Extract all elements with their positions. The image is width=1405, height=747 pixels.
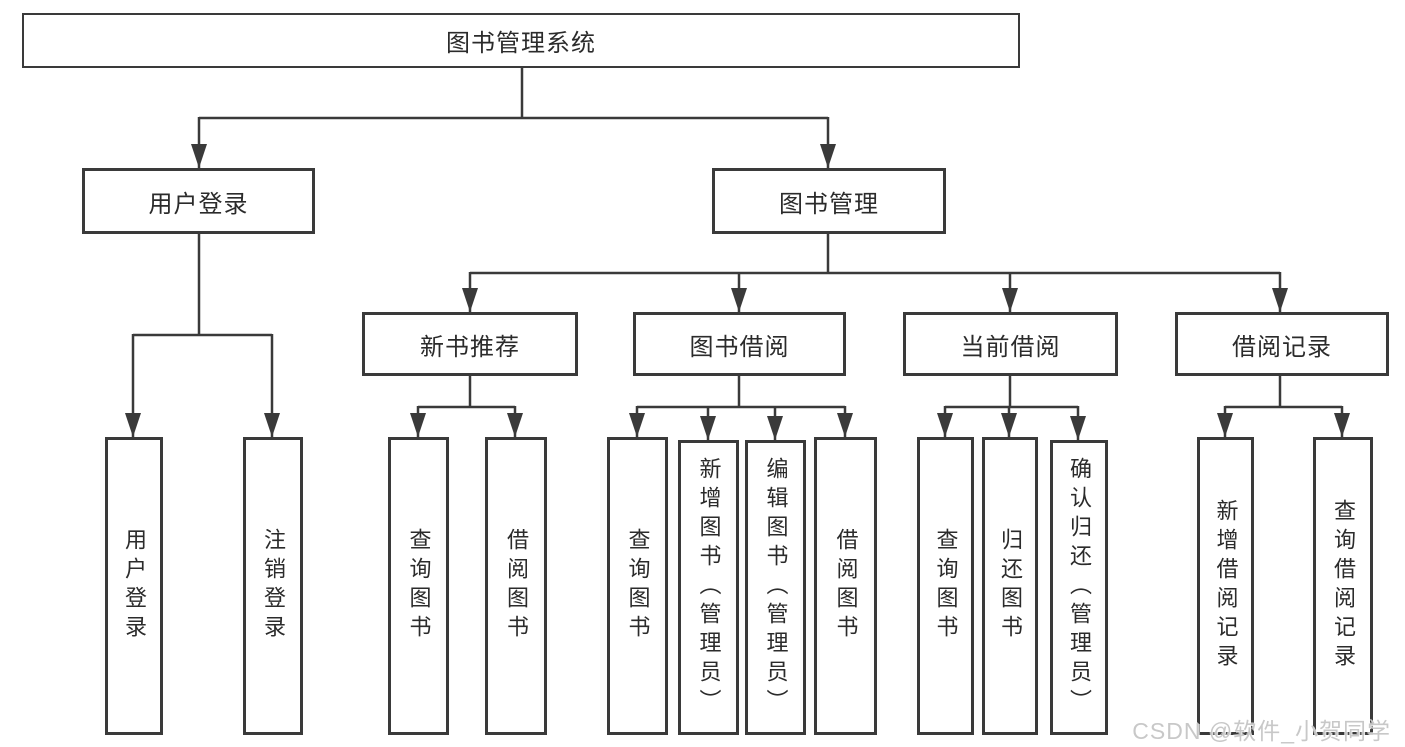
leaf-query-books-current: 查询图书 <box>917 437 974 735</box>
node-borrow-records: 借阅记录 <box>1175 312 1389 376</box>
leaf-borrow-books-recommend: 借阅图书 <box>485 437 547 735</box>
node-book-borrow: 图书借阅 <box>633 312 846 376</box>
node-library-management-system: 图书管理系统 <box>22 13 1020 68</box>
leaf-user-login: 用户登录 <box>105 437 163 735</box>
leaf-logout: 注销登录 <box>243 437 303 735</box>
csdn-watermark: CSDN @软件_小贺同学 <box>1132 718 1391 744</box>
leaf-add-book-admin: 新增图书（管理员） <box>678 440 739 735</box>
leaf-add-borrow-record: 新增借阅记录 <box>1197 437 1254 735</box>
leaf-query-borrow-record: 查询借阅记录 <box>1313 437 1373 735</box>
leaf-query-books-recommend: 查询图书 <box>388 437 449 735</box>
leaf-confirm-return-admin: 确认归还（管理员） <box>1050 440 1108 735</box>
node-book-management: 图书管理 <box>712 168 946 234</box>
leaf-return-books: 归还图书 <box>982 437 1038 735</box>
node-user-login: 用户登录 <box>82 168 315 234</box>
leaf-borrow-books: 借阅图书 <box>814 437 877 735</box>
leaf-query-books-borrow: 查询图书 <box>607 437 668 735</box>
node-new-book-recommend: 新书推荐 <box>362 312 578 376</box>
leaf-edit-book-admin: 编辑图书（管理员） <box>745 440 806 735</box>
node-current-borrow: 当前借阅 <box>903 312 1118 376</box>
